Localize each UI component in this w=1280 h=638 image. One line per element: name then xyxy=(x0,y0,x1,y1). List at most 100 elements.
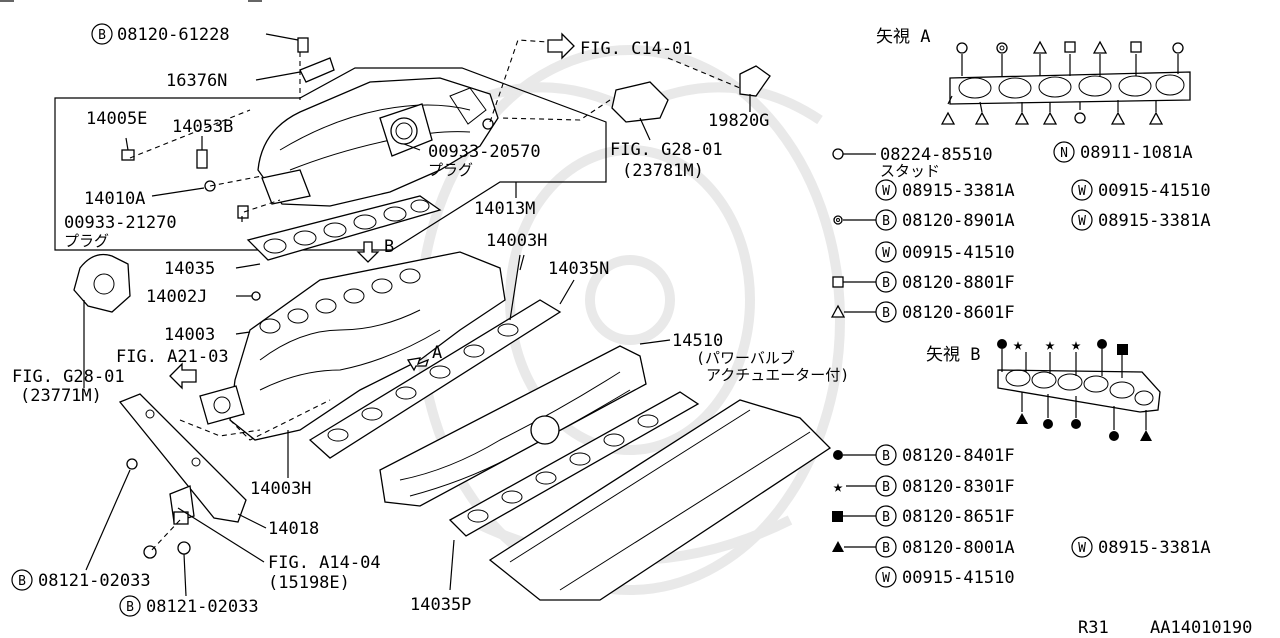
badge-b: B xyxy=(882,541,890,556)
cylinder-head xyxy=(488,399,832,601)
legend-a-row-2: W 08915-3381A W 00915-41510 xyxy=(875,179,1211,201)
footer: R31 AA14010190 xyxy=(1078,618,1252,638)
footer-diagram-code: R31 xyxy=(1078,618,1109,638)
legend-a-08120-8601F: 08120-8601F xyxy=(902,303,1015,323)
label-15198E: (15198E) xyxy=(268,573,350,593)
badge-b: B xyxy=(882,276,890,291)
legend-b-row-4: B 08120-8001A W 08915-3381A xyxy=(832,536,1211,558)
label-08121-02033-a: 08121-02033 xyxy=(38,571,151,591)
legend-a-08224-85510: 08224-85510 xyxy=(880,145,993,165)
svg-text:★: ★ xyxy=(1045,335,1055,355)
badge-w: W xyxy=(1078,214,1086,229)
label-14018: 14018 xyxy=(268,519,319,539)
label-14003H-bottom: 14003H xyxy=(250,479,311,499)
manifold-gasket-n xyxy=(308,299,562,459)
throttle-chamber-part xyxy=(611,65,771,123)
label-plug-1: プラグ xyxy=(64,232,109,250)
view-b-gasket-diagram: ★ ★ ★ xyxy=(997,335,1161,441)
legend-b-08120-8401F: 08120-8401F xyxy=(902,446,1015,466)
legend-b-row-5: W 00915-41510 xyxy=(875,566,1015,588)
label-fig-g28-01-left: FIG. G28-01 xyxy=(12,367,125,387)
air-regulator xyxy=(73,253,131,313)
callout-08120-61228: B 08120-61228 xyxy=(91,23,230,45)
legend-a-title: 矢視 A xyxy=(876,27,930,47)
legend-a-08915-3381A-2: 08915-3381A xyxy=(1098,211,1211,231)
badge-w: W xyxy=(882,246,890,261)
footer-figure-id: AA14010190 xyxy=(1150,618,1252,638)
legend-b-08915-3381A: 08915-3381A xyxy=(1098,538,1211,558)
badge-n: N xyxy=(1060,146,1068,161)
view-a-arrow-label: A xyxy=(432,343,442,363)
legend-a-00915-41510-2: 00915-41510 xyxy=(902,243,1015,263)
legend-b-title: 矢視 B xyxy=(926,345,980,365)
label-14035: 14035 xyxy=(164,259,215,279)
badge-w: W xyxy=(1078,184,1086,199)
intake-manifold-lower xyxy=(379,345,647,507)
label-23771M: (23771M) xyxy=(20,386,102,406)
legend-a-08915-3381A: 08915-3381A xyxy=(902,181,1015,201)
label-08121-02033-b: 08121-02033 xyxy=(146,597,259,617)
svg-text:★: ★ xyxy=(1013,335,1023,355)
legend-a-row-5: B 08120-8801F xyxy=(832,271,1015,293)
callout-08121-02033-left: B 08121-02033 xyxy=(11,569,151,591)
legend-b-row-3: B 08120-8651F xyxy=(832,505,1015,527)
label-08120-61228: 08120-61228 xyxy=(117,25,230,45)
collector-group-outline xyxy=(54,67,607,251)
label-23781M: (23781M) xyxy=(622,161,704,181)
badge-b: B xyxy=(882,214,890,229)
label-fig-c14-01: FIG. C14-01 xyxy=(580,39,693,59)
intake-gasket-upper xyxy=(246,195,442,261)
label-14010A: 14010A xyxy=(84,189,145,209)
badge-b: B xyxy=(882,306,890,321)
badge-w: W xyxy=(882,571,890,586)
legend-a-row-3: B 08120-8901A W 08915-3381A xyxy=(833,209,1211,231)
view-b-arrow-label: B xyxy=(384,237,394,257)
manifold-gasket-p xyxy=(448,391,700,537)
legend-a-00915-41510: 00915-41510 xyxy=(1098,181,1211,201)
label-14003: 14003 xyxy=(164,325,215,345)
legend-view-b: 矢視 B ★ ★ ★ xyxy=(832,335,1211,588)
svg-text:★: ★ xyxy=(1071,335,1081,355)
badge-b: B xyxy=(882,510,890,525)
label-14013M: 14013M xyxy=(474,199,535,219)
badge-b: B xyxy=(882,449,890,464)
label-plug-2: プラグ xyxy=(428,161,473,179)
legend-a-stud: スタッド xyxy=(880,162,940,180)
badge-b: B xyxy=(18,574,26,589)
legend-a-row-4: W 00915-41510 xyxy=(875,241,1015,263)
leader-lines xyxy=(83,33,751,597)
legend-a-08911-1081A: 08911-1081A xyxy=(1080,143,1193,163)
badge-w: W xyxy=(1078,541,1086,556)
legend-view-a: 矢視 A xyxy=(830,27,1211,323)
label-14035N: 14035N xyxy=(548,259,609,279)
label-00933-21270: 00933-21270 xyxy=(64,213,177,233)
intake-collector xyxy=(257,77,499,207)
legend-a-row-6: B 08120-8601F xyxy=(830,301,1015,323)
view-a-gasket-diagram xyxy=(940,40,1191,125)
badge-b: B xyxy=(882,480,890,495)
label-00933-20570: 00933-20570 xyxy=(428,142,541,162)
label-14003H-top: 14003H xyxy=(486,231,547,251)
svg-text:★: ★ xyxy=(833,477,843,497)
label-19820G: 19820G xyxy=(708,111,769,131)
label-14053B: 14053B xyxy=(172,117,233,137)
label-14002J: 14002J xyxy=(146,287,207,307)
legend-b-00915-41510: 00915-41510 xyxy=(902,568,1015,588)
badge-b: B xyxy=(98,28,106,43)
callout-08121-02033-right: B 08121-02033 xyxy=(119,595,259,617)
label-fig-g28-01-top: FIG. G28-01 xyxy=(610,140,723,160)
label-14035P: 14035P xyxy=(410,595,471,615)
legend-a-08120-8901A: 08120-8901A xyxy=(902,211,1015,231)
view-arrows xyxy=(169,32,575,390)
legend-b-row-1: B 08120-8401F xyxy=(833,444,1015,466)
legend-b-08120-8651F: 08120-8651F xyxy=(902,507,1015,527)
intake-manifold xyxy=(199,251,506,441)
label-fig-a21-03: FIG. A21-03 xyxy=(116,347,229,367)
badge-w: W xyxy=(882,184,890,199)
legend-a-row-1: 08224-85510 スタッド N 08911-1081A xyxy=(832,141,1193,180)
label-actuator: アクチュエーター付) xyxy=(706,366,849,384)
assembly-dashed-lines xyxy=(129,39,741,553)
legend-b-row-2: ★ B 08120-8301F xyxy=(833,475,1015,497)
legend-a-08120-8801F: 08120-8801F xyxy=(902,273,1015,293)
